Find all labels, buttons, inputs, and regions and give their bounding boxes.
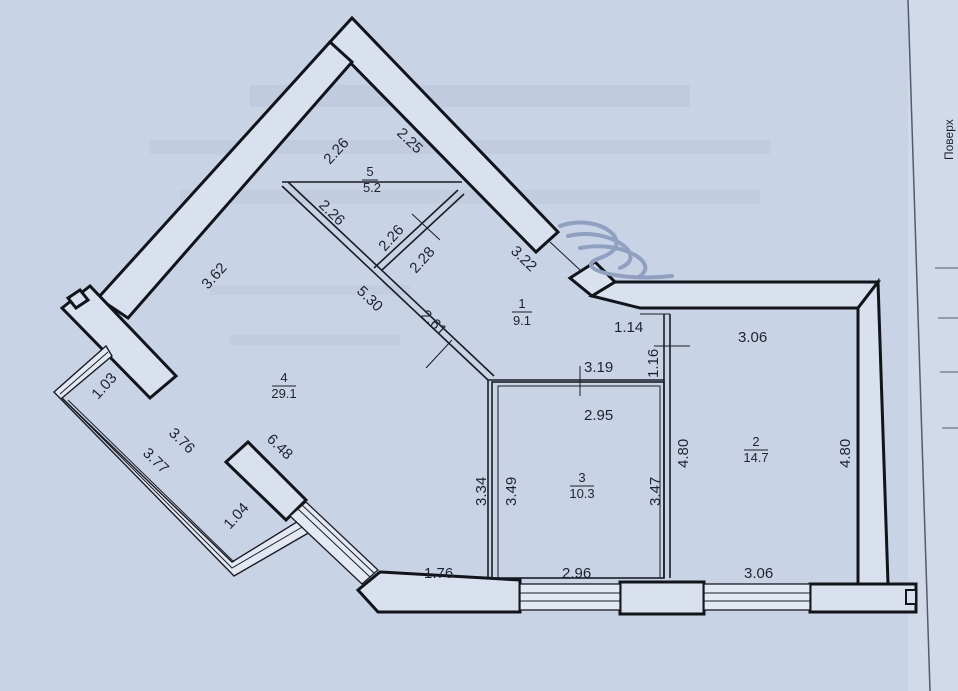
wall-pier-room4 — [223, 439, 309, 523]
window-bottom-right — [703, 583, 811, 611]
wall-pier-middle — [618, 580, 706, 616]
dim-balcony-1-03: 1.03 — [88, 370, 120, 403]
svg-text:10.3: 10.3 — [569, 486, 594, 501]
svg-text:5: 5 — [366, 164, 373, 179]
dim-room3-bottom: 2.96 — [562, 565, 591, 582]
sidebar-border — [907, 0, 931, 691]
svg-text:29.1: 29.1 — [271, 386, 296, 401]
balcony-frame — [52, 344, 312, 577]
room-label-2: 2 14.7 — [743, 434, 768, 465]
dim-room2-left: 4.80 — [675, 439, 692, 468]
svg-text:14.7: 14.7 — [743, 450, 768, 465]
dim-room5-top-left: 2.26 — [320, 135, 352, 168]
balcony-rail-inner-2 — [61, 397, 305, 569]
svg-text:1: 1 — [518, 296, 525, 311]
wall-room2-top — [588, 280, 882, 310]
partition-room5-door — [411, 213, 441, 241]
room-label-4: 4 29.1 — [271, 370, 296, 401]
partition-room5-inner — [373, 189, 459, 269]
dim-room3-top-outer: 3.19 — [584, 359, 613, 376]
balcony-rail-inner — [59, 351, 109, 395]
dim-room3-left-inner: 3.49 — [503, 477, 520, 506]
door-mark-4 — [549, 241, 581, 271]
dim-room4-bottom: 1.76 — [424, 565, 453, 582]
sidebar-panel — [908, 0, 958, 691]
dim-balcony-3-77: 3.77 — [139, 445, 172, 478]
dim-room5-inner-a: 2.26 — [375, 222, 407, 255]
balcony-rail-inner-3 — [67, 399, 235, 563]
dim-room5-inner-b: 2.28 — [406, 244, 438, 277]
dim-room2-bottom: 3.06 — [744, 565, 773, 582]
svg-text:2: 2 — [752, 434, 759, 449]
dim-room1-1-16: 1.16 — [645, 349, 662, 378]
wall-top-diagonal — [327, 15, 561, 255]
window-bottom-left — [519, 583, 621, 611]
redaction-scribble — [558, 220, 674, 280]
dim-room3-left-outer: 3.34 — [473, 477, 490, 506]
wall-bottom-right-tab — [905, 589, 917, 605]
dim-room2-top: 3.06 — [738, 329, 767, 346]
dim-room1-1-14: 1.14 — [614, 319, 643, 336]
wall-room2-right — [856, 277, 890, 586]
svg-text:9.1: 9.1 — [513, 313, 531, 328]
room3-outline-inner — [497, 385, 661, 579]
room-label-5: 5 5.2 — [362, 164, 381, 195]
sidebar-label: Поверх — [942, 119, 956, 160]
svg-text:3: 3 — [578, 470, 585, 485]
partition-diagonal-2 — [287, 181, 495, 377]
svg-text:5.2: 5.2 — [363, 180, 381, 195]
dim-room4-6-48: 6.48 — [263, 431, 296, 464]
dim-balcony-1-04: 1.04 — [220, 500, 252, 533]
dim-room3-right: 3.47 — [647, 477, 664, 506]
dim-balcony-3-76: 3.76 — [165, 425, 198, 458]
wall-bottom-right — [808, 582, 918, 614]
wall-west-block-tab — [65, 287, 91, 311]
window-room4 — [289, 501, 379, 585]
dim-room2-right: 4.80 — [837, 439, 854, 468]
room-label-1: 1 9.1 — [512, 296, 532, 328]
wall-left-upper — [95, 39, 355, 320]
dim-room1-2-61: 2.61 — [417, 307, 450, 340]
partition-room5-inner-2 — [381, 193, 465, 271]
door-mark-1 — [425, 339, 453, 369]
room-label-3: 3 10.3 — [569, 470, 594, 501]
dim-room3-top-inner: 2.95 — [584, 407, 613, 424]
svg-text:4: 4 — [280, 370, 287, 385]
partition-diagonal — [281, 185, 489, 381]
